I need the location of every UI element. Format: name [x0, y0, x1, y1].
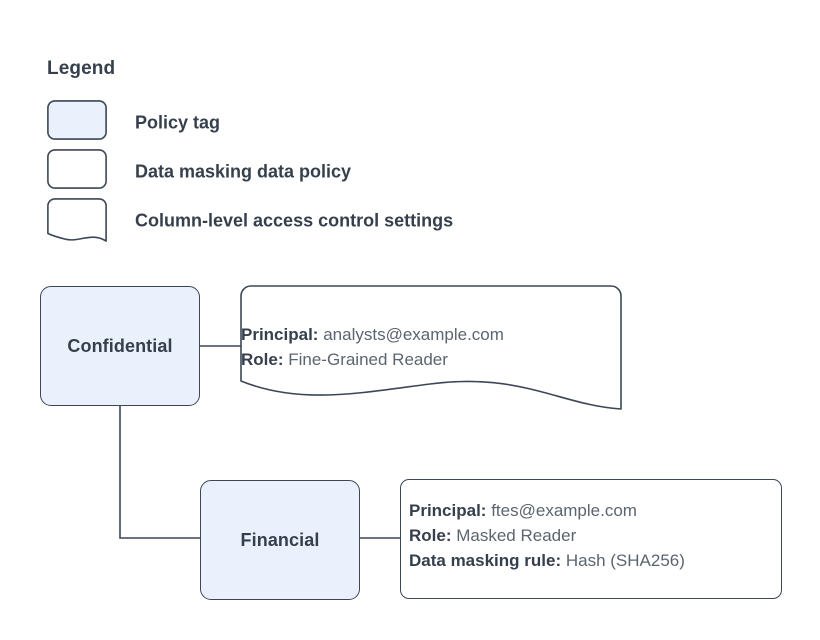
column-access-swatch [47, 198, 107, 242]
callout2-row-role: Role: Masked Reader [409, 523, 685, 548]
node-confidential[interactable]: Confidential [40, 286, 200, 406]
callout2-principal-key: Principal: [409, 501, 487, 520]
legend-label-policy-tag: Policy tag [135, 112, 221, 133]
legend-label-column-access: Column-level access control settings [135, 210, 454, 231]
callout1-principal-value: analysts@example.com [323, 325, 504, 344]
connector-confidential-to-financial [119, 406, 200, 539]
callout2-row-principal: Principal: ftes@example.com [409, 498, 685, 523]
callout1-row-role: Role: Fine-Grained Reader [241, 347, 504, 372]
node-confidential-label: Confidential [67, 335, 173, 356]
legend-item-column-access: Column-level access control settings [47, 198, 627, 244]
legend-title: Legend [47, 58, 116, 79]
legend-label-data-masking-policy: Data masking data policy [135, 161, 352, 182]
callout2-row-masking-rule: Data masking rule: Hash (SHA256) [409, 548, 685, 573]
callout2-role-value: Masked Reader [456, 526, 577, 545]
callout2-masking-rule-value: Hash (SHA256) [565, 551, 685, 570]
callout2-principal-value: ftes@example.com [491, 501, 637, 520]
callout-financial-masking-policy-text: Principal: ftes@example.com Role: Masked… [409, 498, 685, 573]
node-financial[interactable]: Financial [200, 480, 360, 600]
legend-item-data-masking-policy: Data masking data policy [47, 149, 627, 195]
legend-item-policy-tag: Policy tag [47, 100, 627, 146]
callout1-role-value: Fine-Grained Reader [288, 350, 448, 369]
callout-confidential-access-settings-shape [240, 285, 622, 410]
callout2-masking-rule-key: Data masking rule: [409, 551, 562, 570]
node-financial-label: Financial [240, 529, 320, 550]
legend: Legend Policy tag Data masking data poli… [47, 58, 647, 243]
callout1-principal-key: Principal: [241, 325, 319, 344]
data-masking-swatch [47, 149, 107, 189]
policy-tag-swatch [47, 100, 107, 140]
callout-confidential-access-settings-text: Principal: analysts@example.com Role: Fi… [241, 322, 504, 372]
callout2-role-key: Role: [409, 526, 452, 545]
callout1-role-key: Role: [241, 350, 284, 369]
callout-financial-masking-policy-shape [400, 479, 782, 599]
callout1-row-principal: Principal: analysts@example.com [241, 322, 504, 347]
